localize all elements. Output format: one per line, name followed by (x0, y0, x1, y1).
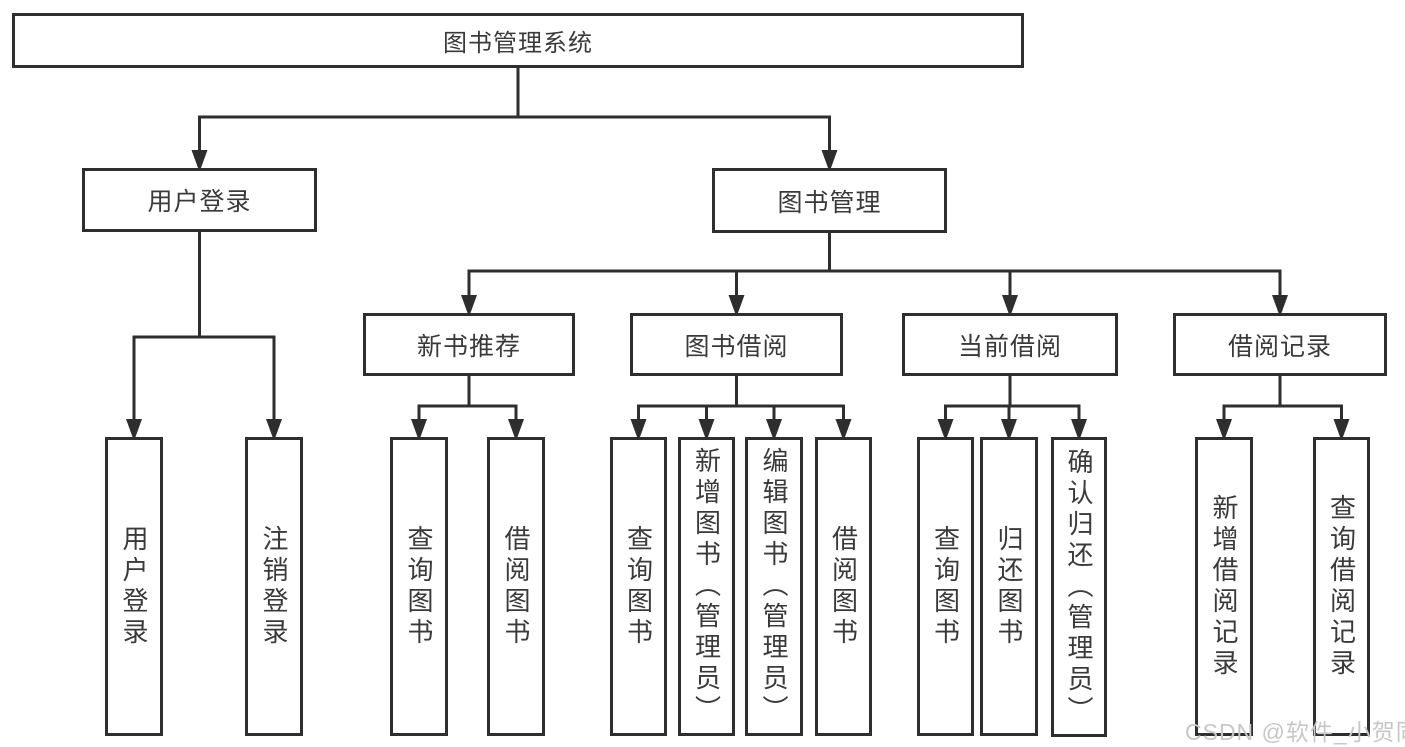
node-leaf-edit-books: 编辑图书（管理员） (745, 437, 803, 736)
node-borrowing-records: 借阅记录 (1173, 313, 1387, 376)
node-label: 归还图书 (994, 524, 1024, 649)
node-leaf-query-books-recommend: 查询图书 (390, 437, 448, 736)
node-leaf-logout: 注销登录 (245, 437, 303, 736)
node-user-login: 用户登录 (82, 168, 317, 232)
node-label: 用户登录 (119, 524, 149, 649)
node-book-management: 图书管理 (712, 168, 947, 233)
node-label: 查询图书 (404, 524, 434, 649)
node-label: 图书借阅 (684, 332, 789, 361)
node-label: 借阅图书 (828, 524, 859, 649)
node-label: 编辑图书（管理员） (759, 447, 789, 726)
node-label: 确认归还（管理员） (1064, 447, 1094, 727)
node-label: 借阅记录 (1227, 332, 1332, 361)
node-leaf-add-borrow-record: 新增借阅记录 (1195, 437, 1253, 736)
node-label: 借阅图书 (501, 524, 531, 649)
node-book-borrowing: 图书借阅 (630, 313, 843, 376)
node-root: 图书管理系统 (12, 13, 1024, 68)
node-leaf-add-books: 新增图书（管理员） (678, 437, 735, 736)
node-leaf-borrow-books-borrowing: 借阅图书 (815, 437, 872, 736)
node-label: 注销登录 (259, 524, 289, 649)
node-label: 用户登录 (147, 188, 252, 216)
node-leaf-confirm-return: 确认归还（管理员） (1051, 437, 1107, 737)
node-label: 查询图书 (623, 524, 654, 649)
node-leaf-borrow-books-recommend: 借阅图书 (487, 437, 545, 736)
node-label: 当前借阅 (957, 332, 1062, 361)
watermark-text: CSDN @软件_小贺同学 (1185, 719, 1405, 745)
node-label: 新增图书（管理员） (691, 447, 722, 726)
node-label: 新增借阅记录 (1209, 493, 1239, 680)
node-current-borrowing: 当前借阅 (902, 313, 1118, 376)
node-label: 新书推荐 (416, 332, 521, 361)
node-label: 图书管理系统 (443, 30, 593, 57)
node-leaf-user-login: 用户登录 (105, 437, 163, 736)
node-leaf-query-books-borrowing: 查询图书 (610, 437, 667, 736)
node-leaf-query-books-current: 查询图书 (917, 437, 974, 736)
node-new-book-recommend: 新书推荐 (363, 313, 575, 376)
node-leaf-return-books: 归还图书 (980, 437, 1038, 736)
node-label: 图书管理 (777, 188, 882, 217)
node-label: 查询图书 (930, 524, 961, 649)
node-leaf-query-borrow-record: 查询借阅记录 (1313, 437, 1370, 736)
node-label: 查询借阅记录 (1326, 493, 1357, 680)
